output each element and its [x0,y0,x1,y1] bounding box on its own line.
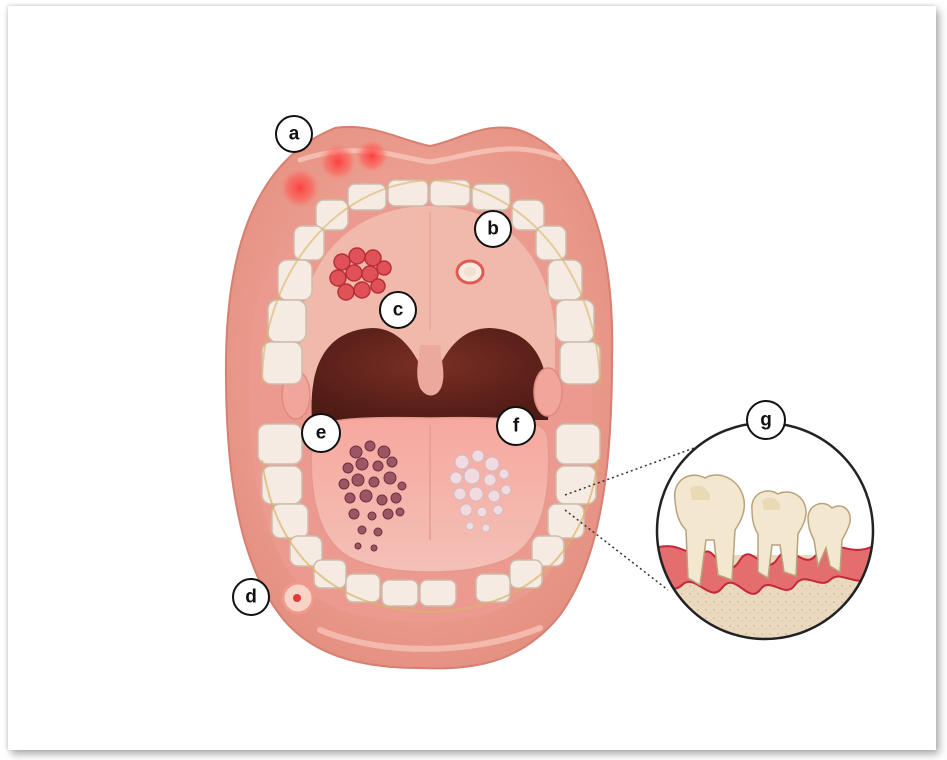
svg-text:b: b [487,219,499,240]
svg-text:a: a [289,124,300,145]
periodontal-zoom [655,420,875,655]
svg-text:d: d [245,587,257,608]
label-e: e [302,414,340,452]
svg-text:e: e [316,423,327,444]
svg-text:f: f [513,416,520,437]
label-c: c [380,292,416,328]
label-a: a [276,116,312,152]
label-b: b [475,211,511,247]
mouth [226,127,612,669]
label-f: f [497,407,535,445]
lesion-b-ulcer [457,261,483,283]
svg-text:c: c [393,300,404,321]
svg-text:g: g [760,410,772,431]
label-d: d [233,579,269,615]
label-g: g [747,401,785,439]
tonsil-right [534,368,562,416]
uvula [417,345,443,396]
lesion-d-lip-ulcer [283,583,313,613]
